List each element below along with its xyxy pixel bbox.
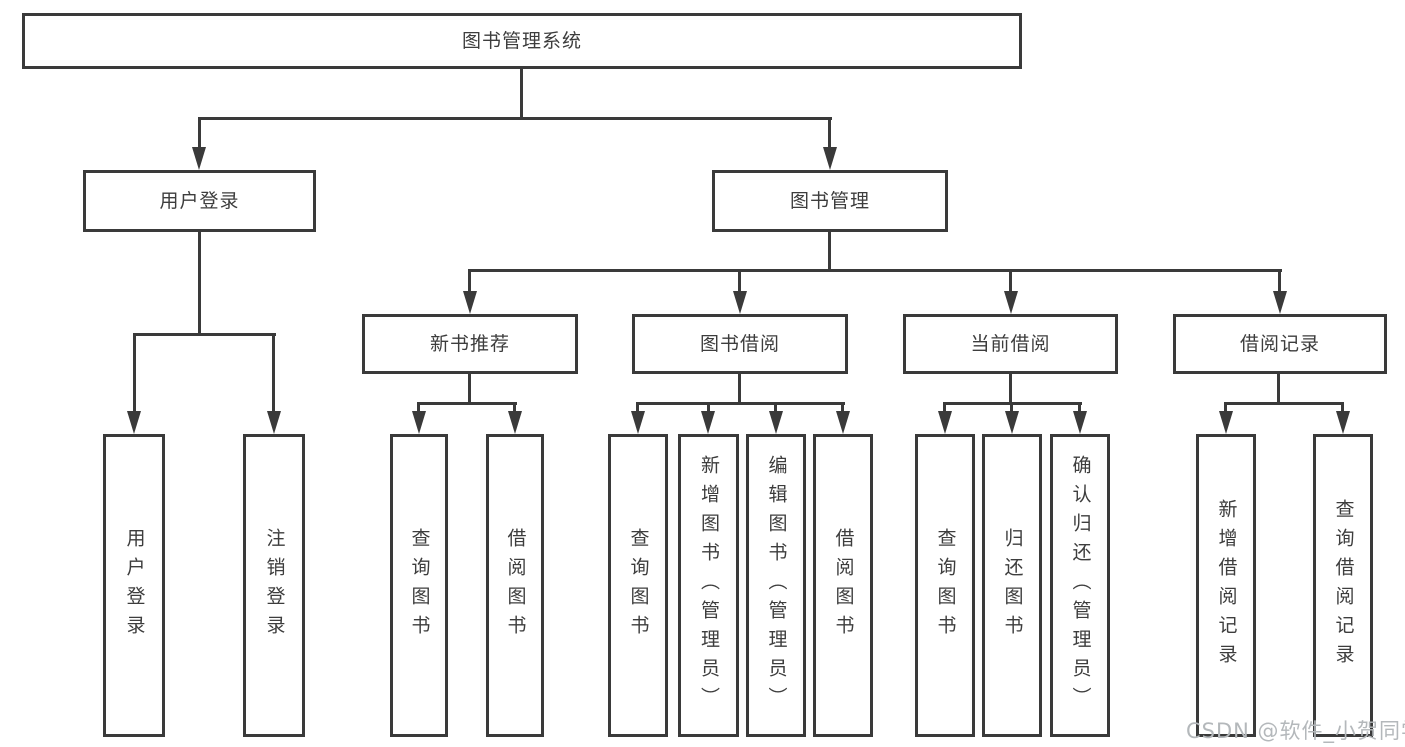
node-book-management-label: 图书管理 — [789, 189, 870, 212]
leaf-borrow-add-books-admin-label: 新增图书（管理员） — [698, 455, 720, 716]
connector-root-drop — [520, 69, 523, 118]
connector-stem — [636, 402, 639, 414]
connector-records-bar — [1224, 402, 1343, 405]
leaf-borrow-edit-books-admin: 编辑图书（管理员） — [746, 434, 806, 737]
arrowhead-down-icon — [823, 147, 837, 170]
connector-stem — [1341, 402, 1344, 414]
node-user-login: 用户登录 — [83, 170, 316, 232]
leaf-borrow-add-books-admin: 新增图书（管理员） — [678, 434, 739, 737]
leaf-logout-label: 注销登录 — [263, 527, 286, 644]
leaf-recommend-query-books-label: 查询图书 — [408, 527, 431, 644]
leaf-records-query-record-label: 查询借阅记录 — [1332, 498, 1355, 673]
arrowhead-down-icon — [701, 411, 715, 434]
leaf-borrow-edit-books-admin-label: 编辑图书（管理员） — [765, 455, 788, 716]
leaf-current-confirm-return-admin: 确认归还（管理员） — [1050, 434, 1110, 737]
leaf-borrow-borrow-books: 借阅图书 — [813, 434, 873, 737]
connector-root-bar — [198, 117, 832, 120]
node-book-management: 图书管理 — [712, 170, 948, 232]
arrowhead-down-icon — [631, 411, 645, 434]
arrowhead-down-icon — [733, 291, 747, 314]
node-new-book-recommend-label: 新书推荐 — [429, 332, 510, 355]
connector-stem — [841, 402, 844, 414]
arrowhead-down-icon — [508, 411, 522, 434]
leaf-current-confirm-return-admin-label: 确认归还（管理员） — [1069, 455, 1092, 716]
arrowhead-down-icon — [127, 411, 141, 434]
connector-login-drop — [198, 232, 201, 335]
node-borrow-records: 借阅记录 — [1173, 314, 1387, 374]
leaf-records-add-record-label: 新增借阅记录 — [1215, 498, 1238, 673]
connector-borrow-stem — [738, 269, 741, 293]
connector-manage-bar — [468, 269, 1282, 272]
connector-stem — [513, 402, 516, 414]
arrowhead-down-icon — [1005, 411, 1019, 434]
node-root: 图书管理系统 — [22, 13, 1022, 69]
arrowhead-down-icon — [938, 411, 952, 434]
node-book-borrowing: 图书借阅 — [632, 314, 848, 374]
connector-logout-stem — [272, 333, 275, 412]
connector-recommend-bar — [417, 402, 517, 405]
connector-stem — [943, 402, 946, 414]
leaf-borrow-query-books-label: 查询图书 — [627, 527, 650, 644]
arrowhead-down-icon — [769, 411, 783, 434]
arrowhead-down-icon — [1273, 291, 1287, 314]
leaf-borrow-query-books: 查询图书 — [608, 434, 668, 737]
connector-stem — [1078, 402, 1081, 414]
leaf-logout: 注销登录 — [243, 434, 305, 737]
arrowhead-down-icon — [412, 411, 426, 434]
connector-records-stem — [1278, 269, 1281, 293]
connector-manage-stem — [828, 117, 831, 149]
leaf-current-return-books: 归还图书 — [982, 434, 1042, 737]
connector-manage-drop — [828, 232, 831, 271]
connector-login-bar — [133, 333, 276, 336]
leaf-recommend-query-books: 查询图书 — [390, 434, 448, 737]
arrowhead-down-icon — [192, 147, 206, 170]
leaf-current-query-books: 查询图书 — [915, 434, 975, 737]
node-current-borrowing: 当前借阅 — [903, 314, 1118, 374]
leaf-user-login-label: 用户登录 — [123, 527, 146, 644]
arrowhead-down-icon — [836, 411, 850, 434]
leaf-current-query-books-label: 查询图书 — [934, 527, 957, 644]
connector-stem — [1224, 402, 1227, 414]
leaf-user-login: 用户登录 — [103, 434, 165, 737]
leaf-records-query-record: 查询借阅记录 — [1313, 434, 1373, 737]
leaf-recommend-borrow-books-label: 借阅图书 — [504, 527, 527, 644]
leaf-records-add-record: 新增借阅记录 — [1196, 434, 1256, 737]
connector-login-user-stem — [133, 333, 136, 412]
connector-current-drop — [1009, 374, 1012, 404]
connector-stem — [1010, 402, 1013, 414]
leaf-recommend-borrow-books: 借阅图书 — [486, 434, 544, 737]
connector-stem — [774, 402, 777, 414]
arrowhead-down-icon — [463, 291, 477, 314]
node-current-borrowing-label: 当前借阅 — [970, 332, 1051, 355]
leaf-borrow-borrow-books-label: 借阅图书 — [832, 527, 855, 644]
csdn-watermark: CSDN @软件_小贺同学 — [1186, 719, 1405, 743]
node-user-login-label: 用户登录 — [159, 189, 240, 212]
connector-stem — [417, 402, 420, 414]
node-borrow-records-label: 借阅记录 — [1239, 332, 1320, 355]
connector-login-stem — [198, 117, 201, 149]
connector-borrow-bar — [636, 402, 845, 405]
node-book-borrowing-label: 图书借阅 — [699, 332, 780, 355]
arrowhead-down-icon — [267, 411, 281, 434]
arrowhead-down-icon — [1219, 411, 1233, 434]
node-new-book-recommend: 新书推荐 — [362, 314, 578, 374]
connector-recommend-stem — [468, 269, 471, 293]
connector-borrow-drop — [738, 374, 741, 404]
node-root-label: 图书管理系统 — [461, 29, 582, 52]
connector-stem — [707, 402, 710, 414]
connector-recommend-drop — [468, 374, 471, 404]
leaf-current-return-books-label: 归还图书 — [1001, 527, 1024, 644]
arrowhead-down-icon — [1336, 411, 1350, 434]
arrowhead-down-icon — [1073, 411, 1087, 434]
arrowhead-down-icon — [1004, 291, 1018, 314]
connector-records-drop — [1277, 374, 1280, 404]
connector-current-stem — [1009, 269, 1012, 293]
